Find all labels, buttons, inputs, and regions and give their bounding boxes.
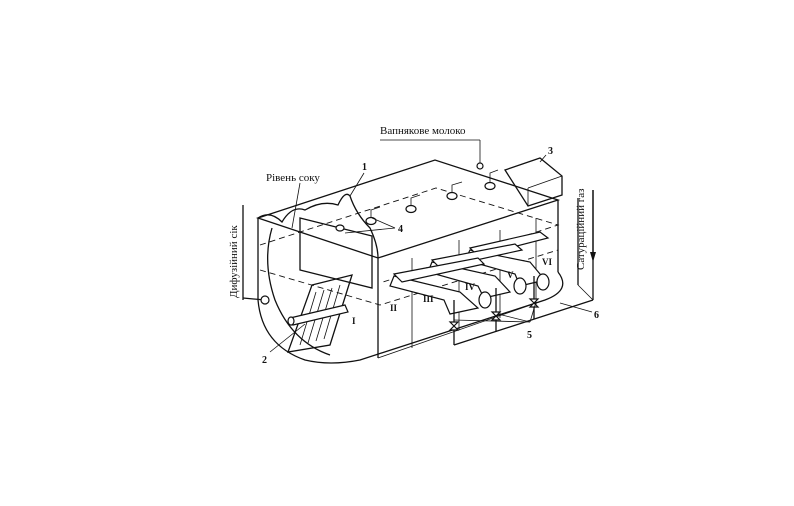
drum-plate <box>287 274 353 353</box>
diffusion-juice-label: Дифузійний сік <box>228 225 240 298</box>
tank-bottom-edge <box>377 299 546 359</box>
zone-ii: II <box>390 303 398 313</box>
zone-i: I <box>352 316 356 326</box>
tank-body <box>255 159 564 364</box>
lime-nozzles <box>335 140 499 232</box>
zone-iii: III <box>423 294 434 304</box>
baffle-plate <box>299 217 373 289</box>
leader-lines <box>269 139 593 353</box>
callout-2: 2 <box>262 355 267 366</box>
callout-4: 4 <box>398 224 403 235</box>
saturation-gas-label: Сатураційний газ <box>575 189 587 270</box>
zone-iv: IV <box>465 282 476 292</box>
tank-bottom-outline <box>257 218 564 364</box>
cutaway-top-contour <box>257 193 379 259</box>
zone-v: V <box>507 270 514 280</box>
callout-6: 6 <box>594 310 599 321</box>
valve-1 <box>448 321 460 331</box>
lime-milk-label: Вапнякове молоко <box>380 125 466 137</box>
distributor-iv <box>389 275 480 315</box>
juice-level-plane <box>259 187 560 306</box>
juice-level-label: Рівень соку <box>266 172 320 184</box>
inlet-nozzle <box>260 295 270 305</box>
juice-level-dashes <box>259 187 560 284</box>
outlet-box <box>504 157 563 207</box>
juice-level-lower <box>259 249 559 306</box>
callout-3: 3 <box>548 146 553 157</box>
callout-5: 5 <box>527 330 532 341</box>
cutaway-edge <box>267 227 331 356</box>
gas-manifold <box>453 299 594 346</box>
gas-distributors <box>389 231 550 315</box>
left-baffle <box>287 217 373 353</box>
zone-vi: VI <box>542 257 552 267</box>
flow-arrows <box>242 190 596 300</box>
diffusion-juice-pipe <box>242 295 349 326</box>
callout-1: 1 <box>362 162 367 173</box>
